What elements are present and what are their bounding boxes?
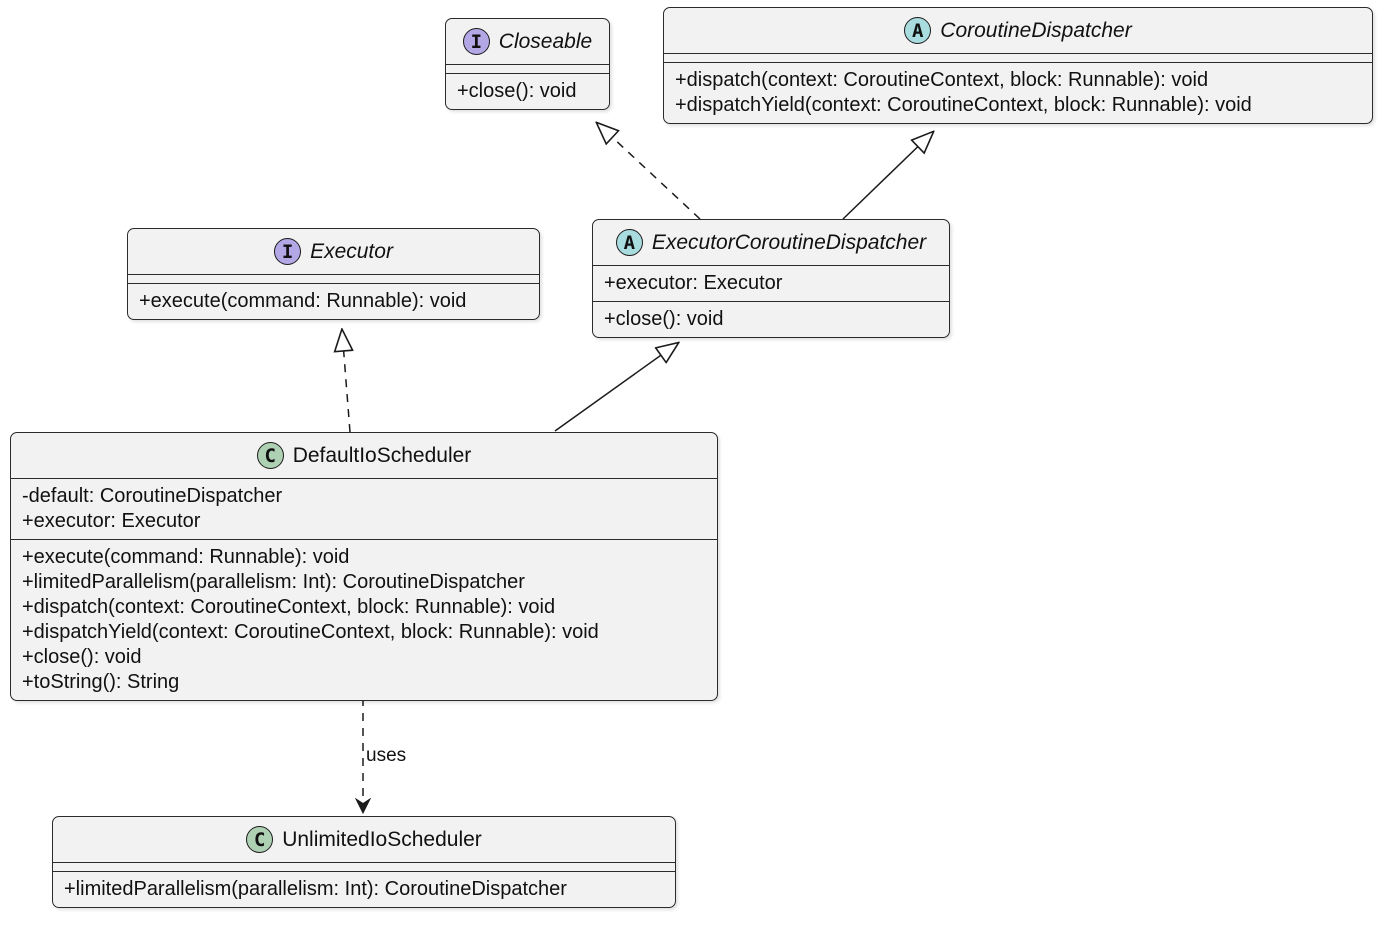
- attributes-compartment: -default: CoroutineDispatcher +executor:…: [11, 479, 717, 540]
- method-row: +dispatchYield(context: CoroutineContext…: [675, 94, 1252, 116]
- class-spot-icon: C: [246, 826, 274, 853]
- methods-compartment: +execute(command: Runnable): void +limit…: [11, 540, 717, 700]
- class-title: C UnlimitedIoScheduler: [53, 817, 675, 863]
- method-row: +toString(): String: [22, 671, 180, 693]
- class-box-closeable[interactable]: I Closeable +close(): void: [445, 18, 610, 110]
- class-name: UnlimitedIoScheduler: [282, 827, 482, 851]
- method-row: +dispatch(context: CoroutineContext, blo…: [675, 69, 1209, 91]
- method-row: +close(): void: [457, 80, 577, 102]
- class-title: C DefaultIoScheduler: [11, 433, 717, 479]
- class-box-executorcoroutinedispatcher[interactable]: A ExecutorCoroutineDispatcher +executor:…: [592, 219, 950, 338]
- class-title: A ExecutorCoroutineDispatcher: [593, 220, 949, 266]
- attributes-compartment: [664, 54, 1372, 63]
- method-row: +limitedParallelism(parallelism: Int): C…: [22, 571, 525, 593]
- class-box-coroutinedispatcher[interactable]: A CoroutineDispatcher +dispatch(context:…: [663, 7, 1373, 124]
- class-name: Closeable: [498, 29, 593, 53]
- class-title: I Executor: [128, 229, 539, 275]
- abstract-spot-icon: A: [904, 17, 932, 44]
- method-row: +limitedParallelism(parallelism: Int): C…: [64, 878, 567, 900]
- class-name: CoroutineDispatcher: [940, 18, 1132, 42]
- edge-ecd-realizes-closeable: [597, 123, 701, 220]
- class-box-unlimitedioscheduler[interactable]: C UnlimitedIoScheduler +limitedParalleli…: [52, 816, 676, 908]
- edge-ecd-extends-coroutinedispatcher: [842, 132, 933, 220]
- attribute-row: -default: CoroutineDispatcher: [22, 485, 283, 507]
- methods-compartment: +limitedParallelism(parallelism: Int): C…: [53, 872, 675, 907]
- attribute-row: +executor: Executor: [22, 510, 201, 532]
- methods-compartment: +close(): void: [593, 302, 949, 337]
- abstract-spot-icon: A: [615, 229, 643, 256]
- method-row: +dispatch(context: CoroutineContext, blo…: [22, 596, 556, 618]
- attributes-compartment: +executor: Executor: [593, 266, 949, 302]
- dependency-label-uses: uses: [366, 745, 407, 766]
- class-box-executor[interactable]: I Executor +execute(command: Runnable): …: [127, 228, 540, 320]
- class-title: I Closeable: [446, 19, 609, 65]
- method-row: +close(): void: [22, 646, 142, 668]
- class-name: Executor: [310, 239, 393, 263]
- interface-spot-icon: I: [462, 28, 490, 55]
- methods-compartment: +close(): void: [446, 74, 609, 109]
- class-name: ExecutorCoroutineDispatcher: [651, 230, 927, 254]
- attributes-compartment: [128, 275, 539, 284]
- interface-spot-icon: I: [274, 238, 302, 265]
- class-spot-icon: C: [256, 442, 284, 469]
- class-name: DefaultIoScheduler: [292, 443, 472, 467]
- class-box-defaultioscheduler[interactable]: C DefaultIoScheduler -default: Coroutine…: [10, 432, 718, 701]
- method-row: +close(): void: [604, 308, 724, 330]
- edge-defaultio-extends-ecd: [554, 343, 678, 432]
- attributes-compartment: [53, 863, 675, 872]
- method-row: +execute(command: Runnable): void: [22, 546, 350, 568]
- methods-compartment: +execute(command: Runnable): void: [128, 284, 539, 319]
- methods-compartment: +dispatch(context: CoroutineContext, blo…: [664, 63, 1372, 123]
- edge-defaultio-realizes-executor: [342, 330, 350, 433]
- class-title: A CoroutineDispatcher: [664, 8, 1372, 54]
- method-row: +execute(command: Runnable): void: [139, 290, 467, 312]
- attributes-compartment: [446, 65, 609, 74]
- attribute-row: +executor: Executor: [604, 272, 783, 294]
- method-row: +dispatchYield(context: CoroutineContext…: [22, 621, 599, 643]
